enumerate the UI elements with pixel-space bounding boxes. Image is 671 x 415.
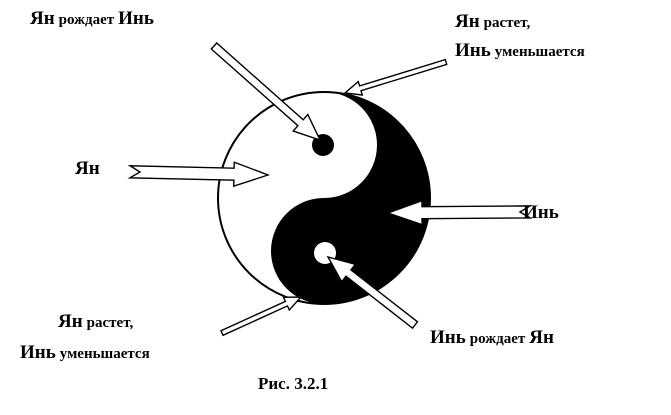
label-word: Ян (455, 11, 480, 32)
arrow-yin (385, 199, 533, 226)
arrow-top-right-growth (343, 58, 448, 96)
taijitu-symbol (217, 91, 431, 305)
label-word: Инь (455, 40, 491, 61)
arrow-bottom-left-growth (220, 296, 303, 337)
label-bottom-left: Ян растет, Инь уменьшается (20, 307, 150, 369)
label-yang: Ян (75, 158, 100, 179)
label-word: Ян (529, 327, 554, 348)
arrow-yang (127, 161, 271, 188)
label-yin-births-yang: Инь рождает Ян (430, 327, 554, 349)
label-word: Инь (118, 8, 154, 29)
label-yin: Инь (523, 202, 559, 223)
arrow-yin-births-yang (326, 255, 419, 330)
label-word: уменьшается (59, 346, 150, 362)
label-word: Инь (430, 327, 466, 348)
label-word: растет, (86, 315, 134, 331)
label-word: уменьшается (494, 44, 585, 60)
figure-caption: Рис. 3.2.1 (258, 374, 329, 393)
label-top-right: Ян растет, Инь уменьшается (455, 8, 585, 66)
yin-half (271, 92, 430, 304)
label-word: Ян (58, 311, 83, 332)
label-word: рождает (469, 331, 526, 347)
arrow-yang-births-yin (210, 42, 322, 142)
label-word: Ян (30, 8, 55, 29)
label-yang-births-yin: Ян рождает Инь (30, 8, 154, 30)
label-word: Инь (20, 342, 56, 363)
label-word: рождает (58, 12, 115, 28)
label-word: растет, (483, 15, 531, 31)
